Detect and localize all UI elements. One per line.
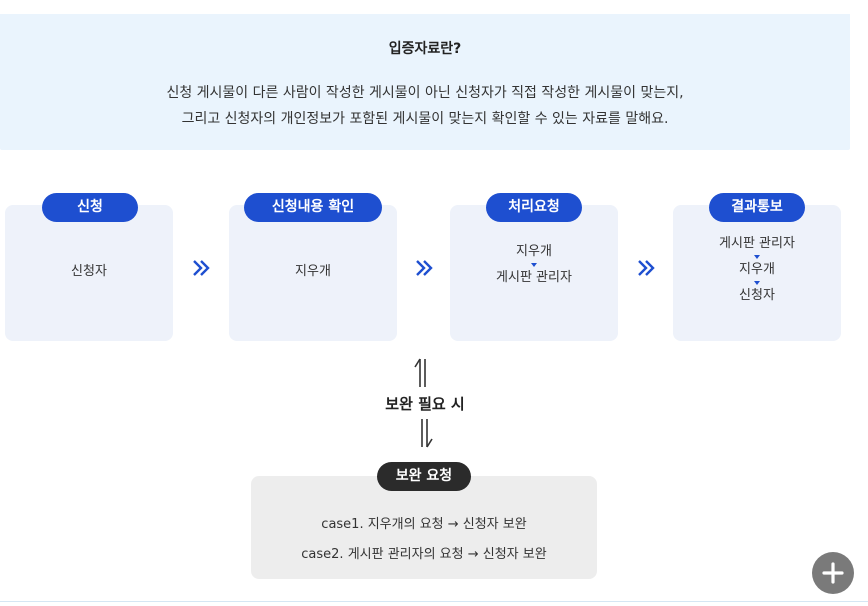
down-arrow-icon <box>421 419 433 448</box>
step-item: 신청자 <box>71 264 107 279</box>
supplement-case-2: case2. 게시판 관리자의 요청 → 신청자 보완 <box>301 547 547 562</box>
step-title-review: 신청내용 확인 <box>244 193 382 222</box>
up-arrow-icon <box>414 358 426 387</box>
step-item: 게시판 관리자 <box>496 270 572 285</box>
step-body: 게시판 관리자 지우개 신청자 <box>673 235 841 305</box>
step-item: 신청자 <box>739 288 775 303</box>
step-body: 지우개 게시판 관리자 <box>450 243 618 287</box>
info-line-1: 신청 게시물이 다른 사람이 작성한 게시물이 아닌 신청자가 직접 작성한 게… <box>166 85 684 101</box>
info-line-2: 그리고 신청자의 개인정보가 포함된 게시물이 맞는지 확인할 수 있는 자료를… <box>181 111 669 127</box>
step-item: 지우개 <box>739 262 775 277</box>
step-body: 지우개 <box>229 263 397 281</box>
info-box: 입증자료란? 신청 게시물이 다른 사람이 작성한 게시물이 아닌 신청자가 직… <box>0 14 850 150</box>
triangle-down-icon <box>531 263 537 267</box>
step-body: 신청자 <box>5 263 173 281</box>
step-item: 지우개 <box>516 244 552 259</box>
triangle-down-icon <box>754 281 760 285</box>
supplement-title: 보완 요청 <box>377 462 471 491</box>
step-card-review: 지우개 <box>229 205 397 341</box>
step-card-result: 게시판 관리자 지우개 신청자 <box>673 205 841 341</box>
supplement-condition-label: 보완 필요 시 <box>385 395 465 413</box>
step-card-process: 지우개 게시판 관리자 <box>450 205 618 341</box>
supplement-case-1: case1. 지우개의 요청 → 신청자 보완 <box>321 517 527 532</box>
info-description: 신청 게시물이 다른 사람이 작성한 게시물이 아닌 신청자가 직접 작성한 게… <box>0 80 850 132</box>
step-title-apply: 신청 <box>42 193 138 222</box>
plus-icon <box>822 562 844 584</box>
add-button[interactable] <box>812 552 854 594</box>
step-item: 게시판 관리자 <box>719 236 795 251</box>
step-item: 지우개 <box>295 264 331 279</box>
triangle-down-icon <box>754 255 760 259</box>
double-chevron-right-icon <box>193 260 210 276</box>
step-title-result: 결과통보 <box>709 193 805 222</box>
step-title-process: 처리요청 <box>486 193 582 222</box>
supplement-box <box>251 476 597 579</box>
double-chevron-right-icon <box>638 260 655 276</box>
double-chevron-right-icon <box>416 260 433 276</box>
info-title: 입증자료란? <box>388 41 462 57</box>
step-card-apply: 신청자 <box>5 205 173 341</box>
bottom-divider <box>0 601 868 602</box>
